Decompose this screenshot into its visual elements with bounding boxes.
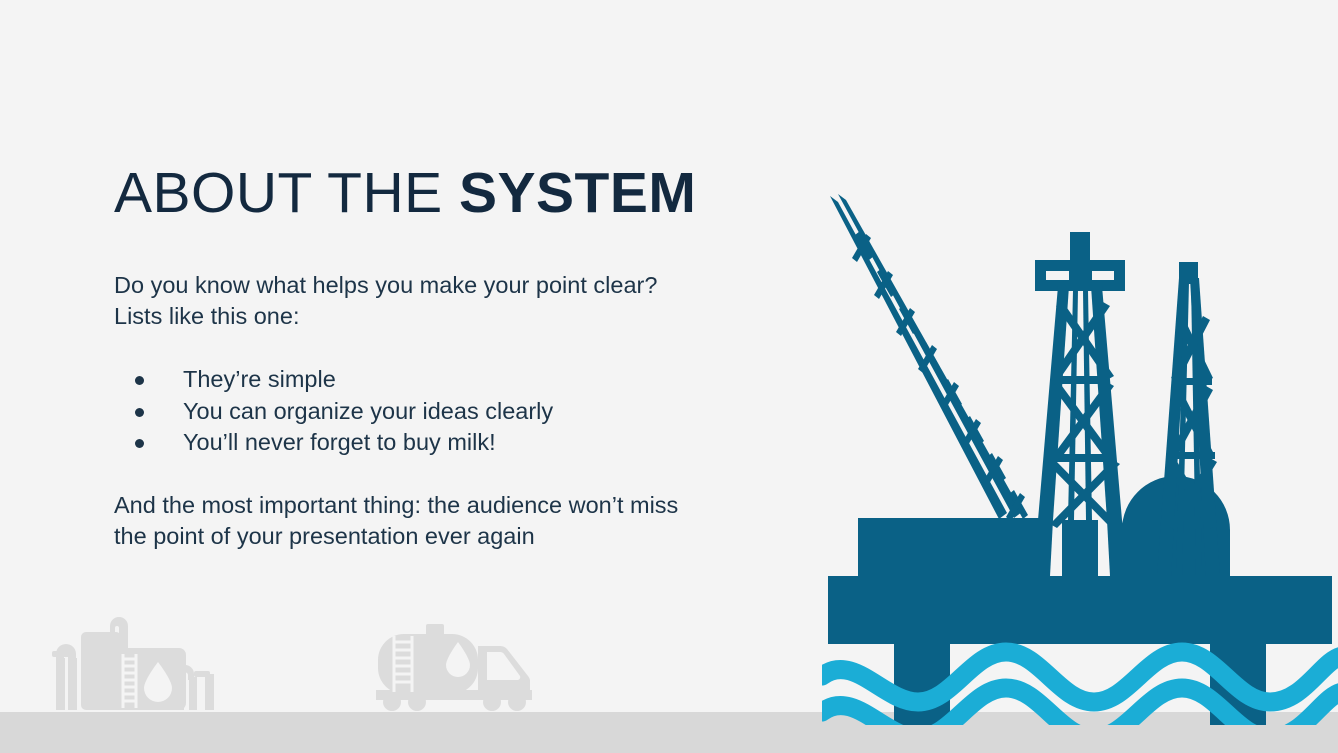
intro-paragraph: Do you know what helps you make your poi… [114,228,814,332]
platform-deck-slab [828,576,1332,644]
intro-line-1: Do you know what helps you make your poi… [114,272,658,298]
page-title-bold: SYSTEM [458,161,697,225]
list-item-label: They’re simple [183,366,336,392]
closing-line-2: the point of your presentation ever agai… [114,522,535,549]
list-item: They’re simple [114,364,814,396]
ocean-waves-icon [822,642,1338,725]
page-title: ABOUT THE SYSTEM [114,158,814,228]
ladder-icon [121,654,138,708]
ladder-icon [392,636,414,692]
oil-drop-icon [446,642,470,677]
closing-line-1: And the most important thing: the audien… [114,491,679,518]
list-item: You can organize your ideas clearly [114,396,814,428]
floor-bar [0,712,1338,753]
oil-drop-icon [144,662,172,702]
derrick-tower-left-icon [1030,232,1130,576]
bullet-dot-icon [135,407,144,417]
deck-building [858,518,1042,584]
bullet-dot-icon [135,376,144,385]
refinery-plant-icon [50,614,230,713]
bullet-dot-icon [135,439,144,448]
derrick-tower-right-icon [1157,262,1220,576]
rig-structure [828,194,1332,725]
closing-paragraph: And the most important thing: the audien… [114,459,804,552]
list-item-label: You’ll never forget to buy milk! [183,429,496,455]
text-content: ABOUT THE SYSTEM Do you know what helps … [114,158,814,552]
crane-boom-icon [830,194,1028,521]
bullet-list: They’re simple You can organize your ide… [114,332,814,459]
page-title-light: ABOUT THE [114,161,459,225]
list-item: You’ll never forget to buy milk! [114,427,814,459]
list-item-label: You can organize your ideas clearly [183,397,554,424]
oil-rig-illustration [822,190,1338,725]
intro-line-2: Lists like this one: [114,303,300,329]
tanker-truck-icon [370,616,545,713]
